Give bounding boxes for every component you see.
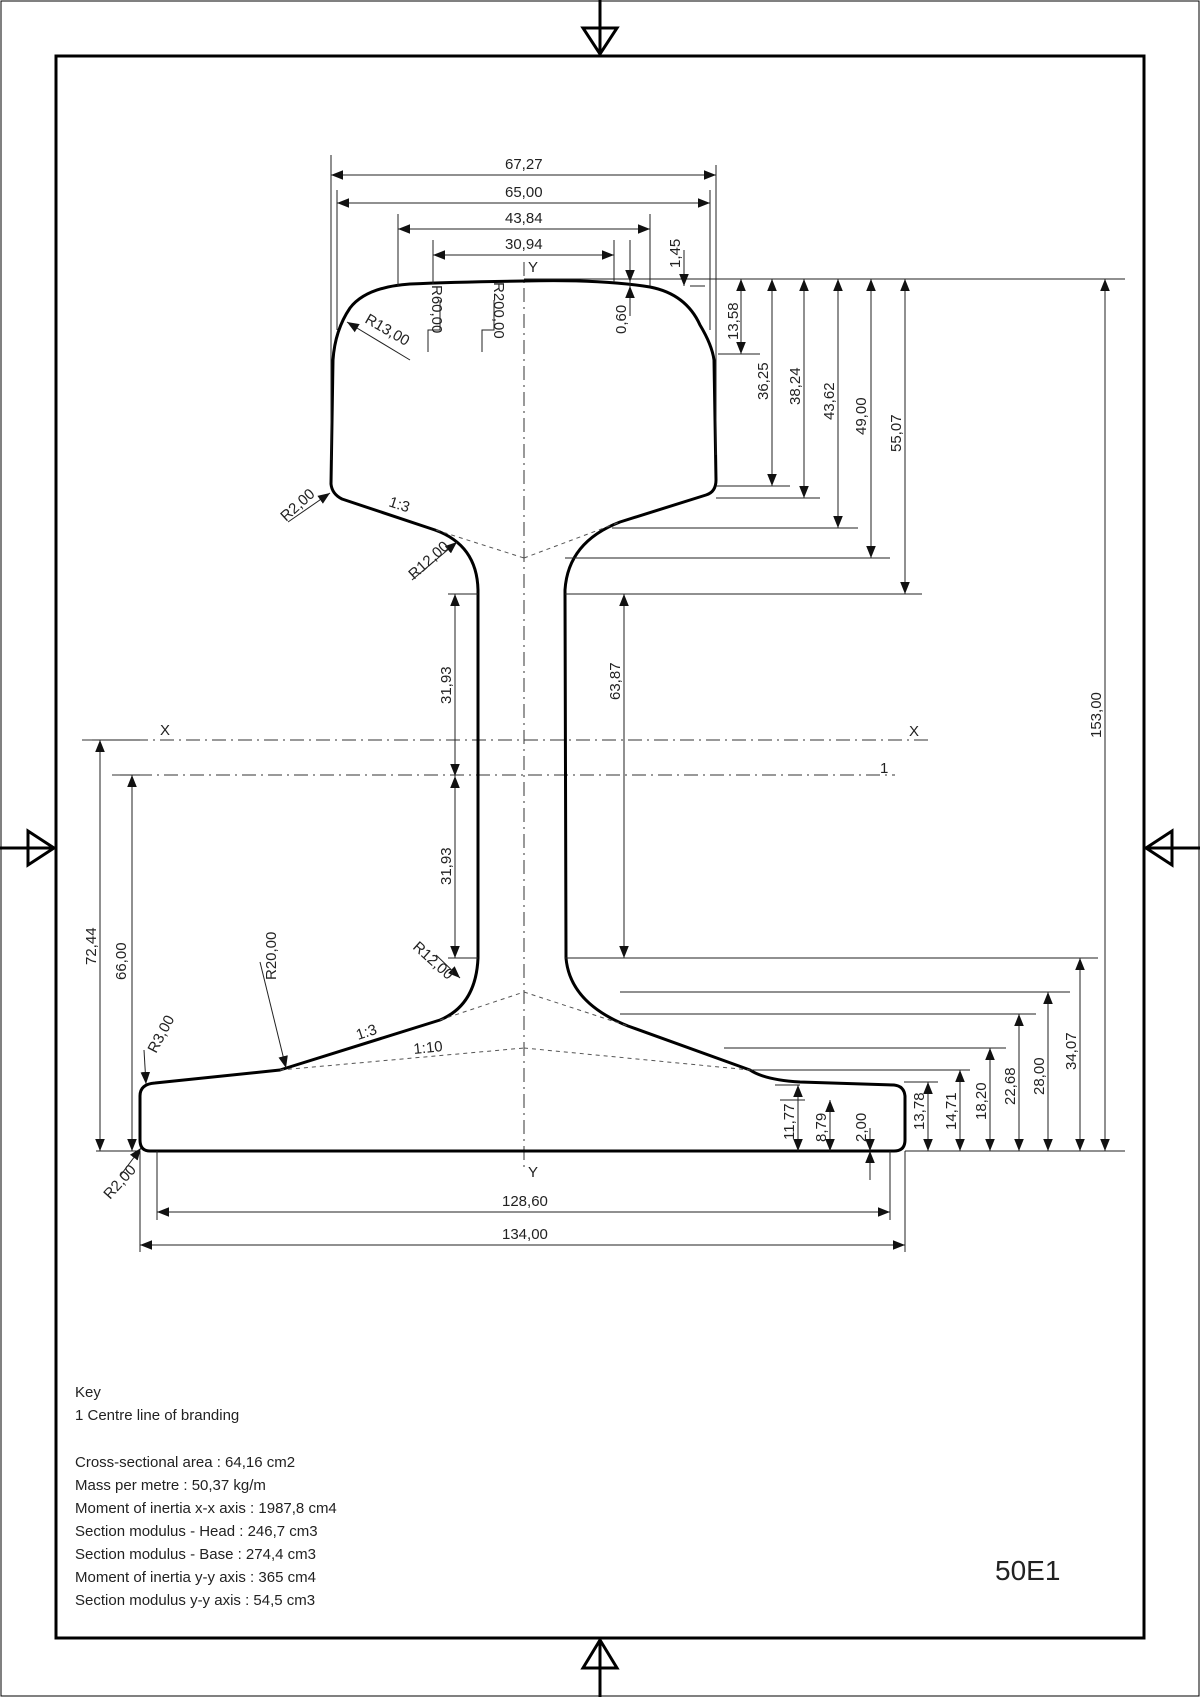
dim-28-00: 28,00: [1031, 1057, 1048, 1095]
property-section-modulus-head: Section modulus - Head : 246,7 cm3: [75, 1523, 318, 1540]
radius-r60: R60,00: [428, 285, 445, 333]
key-item-1: 1 Centre line of branding: [75, 1407, 239, 1424]
dim-72-44: 72,44: [83, 927, 100, 965]
slope-foot-1-10: 1:10: [413, 1038, 444, 1058]
dim-38-24: 38,24: [787, 367, 804, 405]
radius-r2-foot: R2,00: [100, 1162, 139, 1203]
property-section-modulus-yy: Section modulus y-y axis : 54,5 cm3: [75, 1592, 315, 1609]
dim-63-87: 63,87: [607, 662, 624, 700]
dim-18-20: 18,20: [973, 1082, 990, 1120]
axis-label-y-bottom: Y: [528, 1164, 538, 1181]
radius-leaders: [119, 300, 495, 1177]
dim-14-71: 14,71: [943, 1092, 960, 1130]
horizontal-dimension-labels: 67,27 65,00 43,84 30,94 128,60 134,00: [502, 156, 548, 1243]
dim-11-77: 11,77: [781, 1104, 798, 1140]
dim-34-07: 34,07: [1063, 1032, 1080, 1070]
key-block: Key 1 Centre line of branding Cross-sect…: [75, 1384, 337, 1609]
centre-lines: [82, 262, 928, 1168]
radius-r200: R200,00: [490, 282, 507, 339]
slope-foot-1-3: 1:3: [354, 1021, 379, 1044]
dim-1-45: 1,45: [667, 239, 684, 268]
dim-36-25: 36,25: [755, 362, 772, 400]
dim-0-60: 0,60: [613, 305, 630, 334]
dim-30-94: 30,94: [505, 236, 543, 253]
dim-22-68: 22,68: [1002, 1067, 1019, 1105]
dim-43-84: 43,84: [505, 210, 543, 227]
dim-55-07: 55,07: [888, 414, 905, 452]
dim-8-79: 8,79: [813, 1113, 830, 1142]
slope-head-1-3: 1:3: [387, 494, 412, 517]
profile-designation: 50E1: [995, 1555, 1060, 1586]
radius-r20: R20,00: [263, 932, 280, 980]
extension-lines: [92, 155, 1125, 1252]
property-moment-inertia-xx: Moment of inertia x-x axis : 1987,8 cm4: [75, 1500, 337, 1517]
dim-13-78: 13,78: [911, 1092, 928, 1130]
radius-r12-top: R12,00: [405, 538, 452, 583]
horizontal-dimensions: [140, 170, 905, 1250]
branding-line-label: 1: [880, 760, 888, 777]
dim-31-93-top: 31,93: [438, 666, 455, 704]
dim-134-00: 134,00: [502, 1226, 548, 1243]
property-moment-inertia-yy: Moment of inertia y-y axis : 365 cm4: [75, 1569, 316, 1586]
dim-2-00: 2,00: [853, 1113, 870, 1142]
axis-label-x-left: X: [160, 722, 170, 739]
dim-65-00: 65,00: [505, 184, 543, 201]
radius-r13: R13,00: [362, 311, 412, 350]
dim-66-00: 66,00: [113, 942, 130, 980]
construction-lines: [279, 521, 751, 1071]
dim-43-62: 43,62: [821, 382, 838, 420]
dim-13-58: 13,58: [725, 302, 742, 340]
dim-153-00: 153,00: [1088, 692, 1105, 738]
vertical-dimension-labels: 1,45 0,60 13,58 36,25 38,24 43,62 49,00 …: [83, 239, 1105, 1142]
property-mass-per-metre: Mass per metre : 50,37 kg/m: [75, 1477, 266, 1494]
radius-r12-bottom: R12,00: [409, 938, 456, 983]
rail-profile-outline: [138, 279, 907, 1153]
radius-labels: R60,00 R200,00 R13,00 R2,00 R12,00 R12,0…: [100, 282, 507, 1203]
axis-label-x-right: X: [909, 723, 919, 740]
property-section-modulus-base: Section modulus - Base : 274,4 cm3: [75, 1546, 316, 1563]
dim-67-27: 67,27: [505, 156, 543, 173]
dim-128-60: 128,60: [502, 1193, 548, 1210]
radius-r3: R3,00: [145, 1013, 179, 1056]
dim-49-00: 49,00: [853, 397, 870, 435]
vertical-dimensions: [95, 250, 1110, 1180]
key-title: Key: [75, 1384, 101, 1401]
property-cross-sectional-area: Cross-sectional area : 64,16 cm2: [75, 1454, 295, 1471]
axis-label-y-top: Y: [528, 259, 538, 276]
drawing-frame: [54, 54, 1146, 1640]
dim-31-93-bottom: 31,93: [438, 847, 455, 885]
slope-labels: 1:3 1:3 1:10: [354, 494, 443, 1058]
